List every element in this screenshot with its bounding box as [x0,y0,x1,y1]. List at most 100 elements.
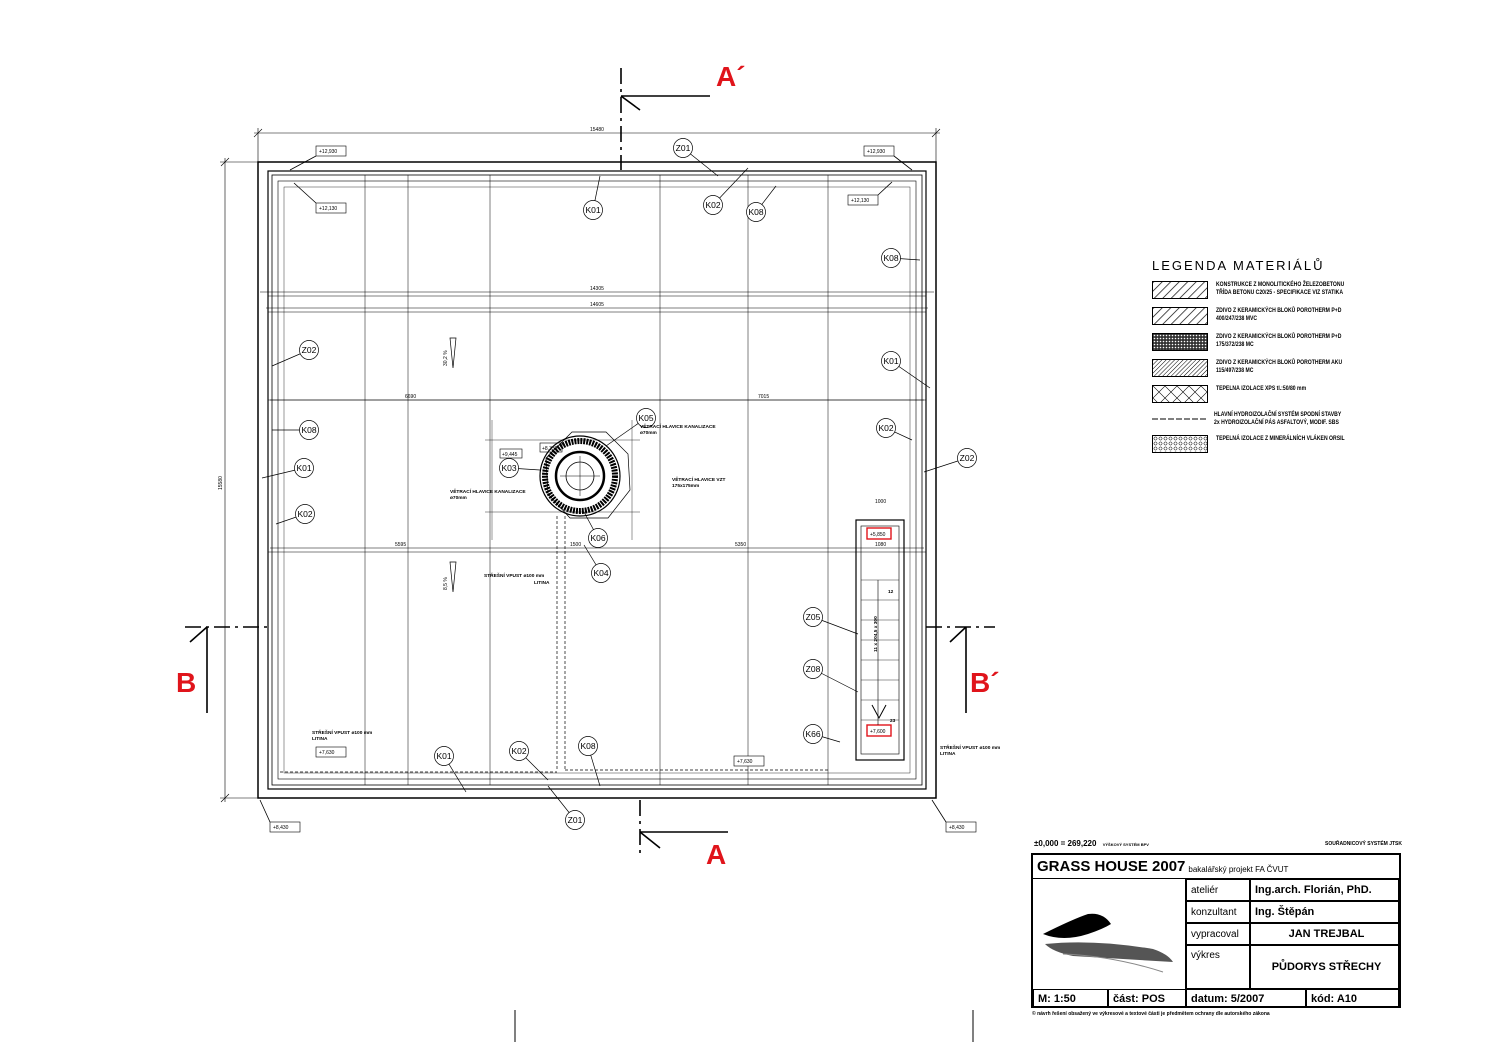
section-label-b-left: B [176,667,196,698]
datum-left-small: VÝŠKOVÝ SYSTÉM BPV [1102,842,1149,847]
tag-z01: Z01 [547,785,585,830]
note-drain-right: STŘEŠNÍ VPUST ø100 mm [940,743,1000,751]
svg-text:K08: K08 [748,207,763,217]
level-stair-bottom: +7,600 [870,729,886,735]
tag-k02: K02 [703,167,749,215]
svg-text:K01: K01 [585,205,600,215]
svg-text:K66: K66 [805,729,820,739]
leader-lines [259,155,947,823]
dim-overall-width: 15480 [590,127,604,133]
tag-k04: K04 [583,544,611,583]
dim-inner-width-1: 14305 [590,286,604,292]
note-drain-left-2: LITINA [312,736,328,742]
level-bottom-mid-inner: +7,630 [737,759,753,765]
tag-k01: K01 [434,746,467,793]
tag-k66: K66 [803,724,841,744]
section-lines [185,68,995,856]
note-drain-right-2: LITINA [940,751,956,757]
level-top-right-inner: +12,130 [851,198,869,204]
stair-num: 12 [888,589,894,595]
level-top-left-outer: +12,930 [319,149,337,155]
drain-pipe [280,516,830,773]
datum-line: ±0,000 = 269,220 VÝŠKOVÝ SYSTÉM BPV SOUŘ… [1034,839,1404,848]
value-atelier: Ing.arch. Florián, PhD. [1250,879,1399,901]
value-konzultant: Ing. Štěpán [1250,901,1399,923]
masonry-swatch-icon [1152,307,1208,325]
section-label-b-right: B´ [970,667,1000,698]
tag-k02: K02 [876,418,913,441]
svg-text:K02: K02 [297,509,312,519]
svg-text:K08: K08 [580,741,595,751]
logo-area [1033,879,1186,989]
stair-opening [855,519,905,761]
tag-k01: K01 [881,351,931,389]
project-header: GRASS HOUSE 2007 bakalářský projekt FA Č… [1033,855,1399,879]
svg-text:K01: K01 [436,751,451,761]
level-bottom-left-inner: +7,630 [319,750,335,756]
level-top-right-outer: +12,930 [867,149,885,155]
tag-k06: K06 [583,511,608,548]
svg-text:K05: K05 [638,413,653,423]
dim-lower-left: 5595 [395,542,406,548]
svg-text:K08: K08 [301,425,316,435]
tag-k01: K01 [583,175,603,220]
note-vent-sewer-left: VĚTRACÍ HLAVICE KANALIZACE [450,487,526,495]
svg-text:Z02: Z02 [302,345,317,355]
tag-z02: Z02 [923,448,977,473]
stair-spec: 11 x 204,5 x 300 [873,616,879,652]
tag-k08: K08 [578,736,601,787]
svg-text:K01: K01 [296,463,311,473]
xps-swatch-icon [1152,385,1208,403]
legend-item-orsil: TEPELNÁ IZOLACE Z MINERÁLNÍCH VLÁKEN ORS… [1152,435,1412,453]
label-atelier: ateliér [1186,879,1250,901]
svg-text:Z01: Z01 [568,815,583,825]
value-vypracoval: JAN TREJBAL [1250,923,1399,945]
masonry-dark-swatch-icon [1152,333,1208,351]
svg-text:Z05: Z05 [806,612,821,622]
level-center: +9,445 [502,452,518,458]
datum-left: ±0,000 = 269,220 [1034,839,1097,848]
tag-k02: K02 [509,741,549,781]
dim-overall-height: 15580 [218,476,224,490]
dim-right-span: 7015 [758,394,769,400]
tag-z05: Z05 [803,607,859,635]
materials-legend: LEGENDA MATERIÁLŮ KONSTRUKCE Z MONOLITIC… [1152,258,1412,461]
section-label-a-bottom: A [706,839,726,870]
tag-k01: K01 [261,458,314,479]
note-vent-vzt: VĚTRACÍ HLAVICE VZT [672,475,726,483]
code: kód: A10 [1306,989,1399,1008]
project-sub: bakalářský projekt FA ČVUT [1188,865,1289,874]
note-drain-center: STŘEŠNÍ VPUST ø100 mm [484,571,544,579]
date: datum: 5/2007 [1186,989,1306,1008]
dim-left-span: 6690 [405,394,416,400]
legend-item-xps: TEPELNÁ IZOLACE XPS tl.:50/80 mm [1152,385,1412,403]
svg-text:K03: K03 [501,463,516,473]
svg-text:K02: K02 [511,746,526,756]
concrete-swatch-icon [1152,281,1208,299]
tag-k08: K08 [881,248,921,268]
label-vykres: výkres [1186,945,1250,989]
svg-text:K04: K04 [593,568,608,578]
slope-upper: 30,2 % [443,350,449,366]
dim-stair-1080: 1080 [875,542,886,548]
tag-z02: Z02 [271,340,319,367]
masonry-aku-swatch-icon [1152,359,1208,377]
grid-lines [268,175,926,785]
part: část: POS [1108,989,1186,1008]
tag-k03: K03 [499,458,541,478]
section-label-a-top: A´ [716,61,746,92]
stair-num-2: 23 [890,718,896,724]
mineral-wool-swatch-icon [1152,435,1208,453]
note-drain-left: STŘEŠNÍ VPUST ø100 mm [312,728,372,736]
dimension-lines [220,128,941,803]
level-top-left-inner: +12,130 [319,206,337,212]
level-bottom-right-outer: +8,430 [949,825,965,831]
svg-text:K02: K02 [705,200,720,210]
svg-text:K06: K06 [590,533,605,543]
note-vent-sewer-left-size: ø70mm [450,495,467,501]
